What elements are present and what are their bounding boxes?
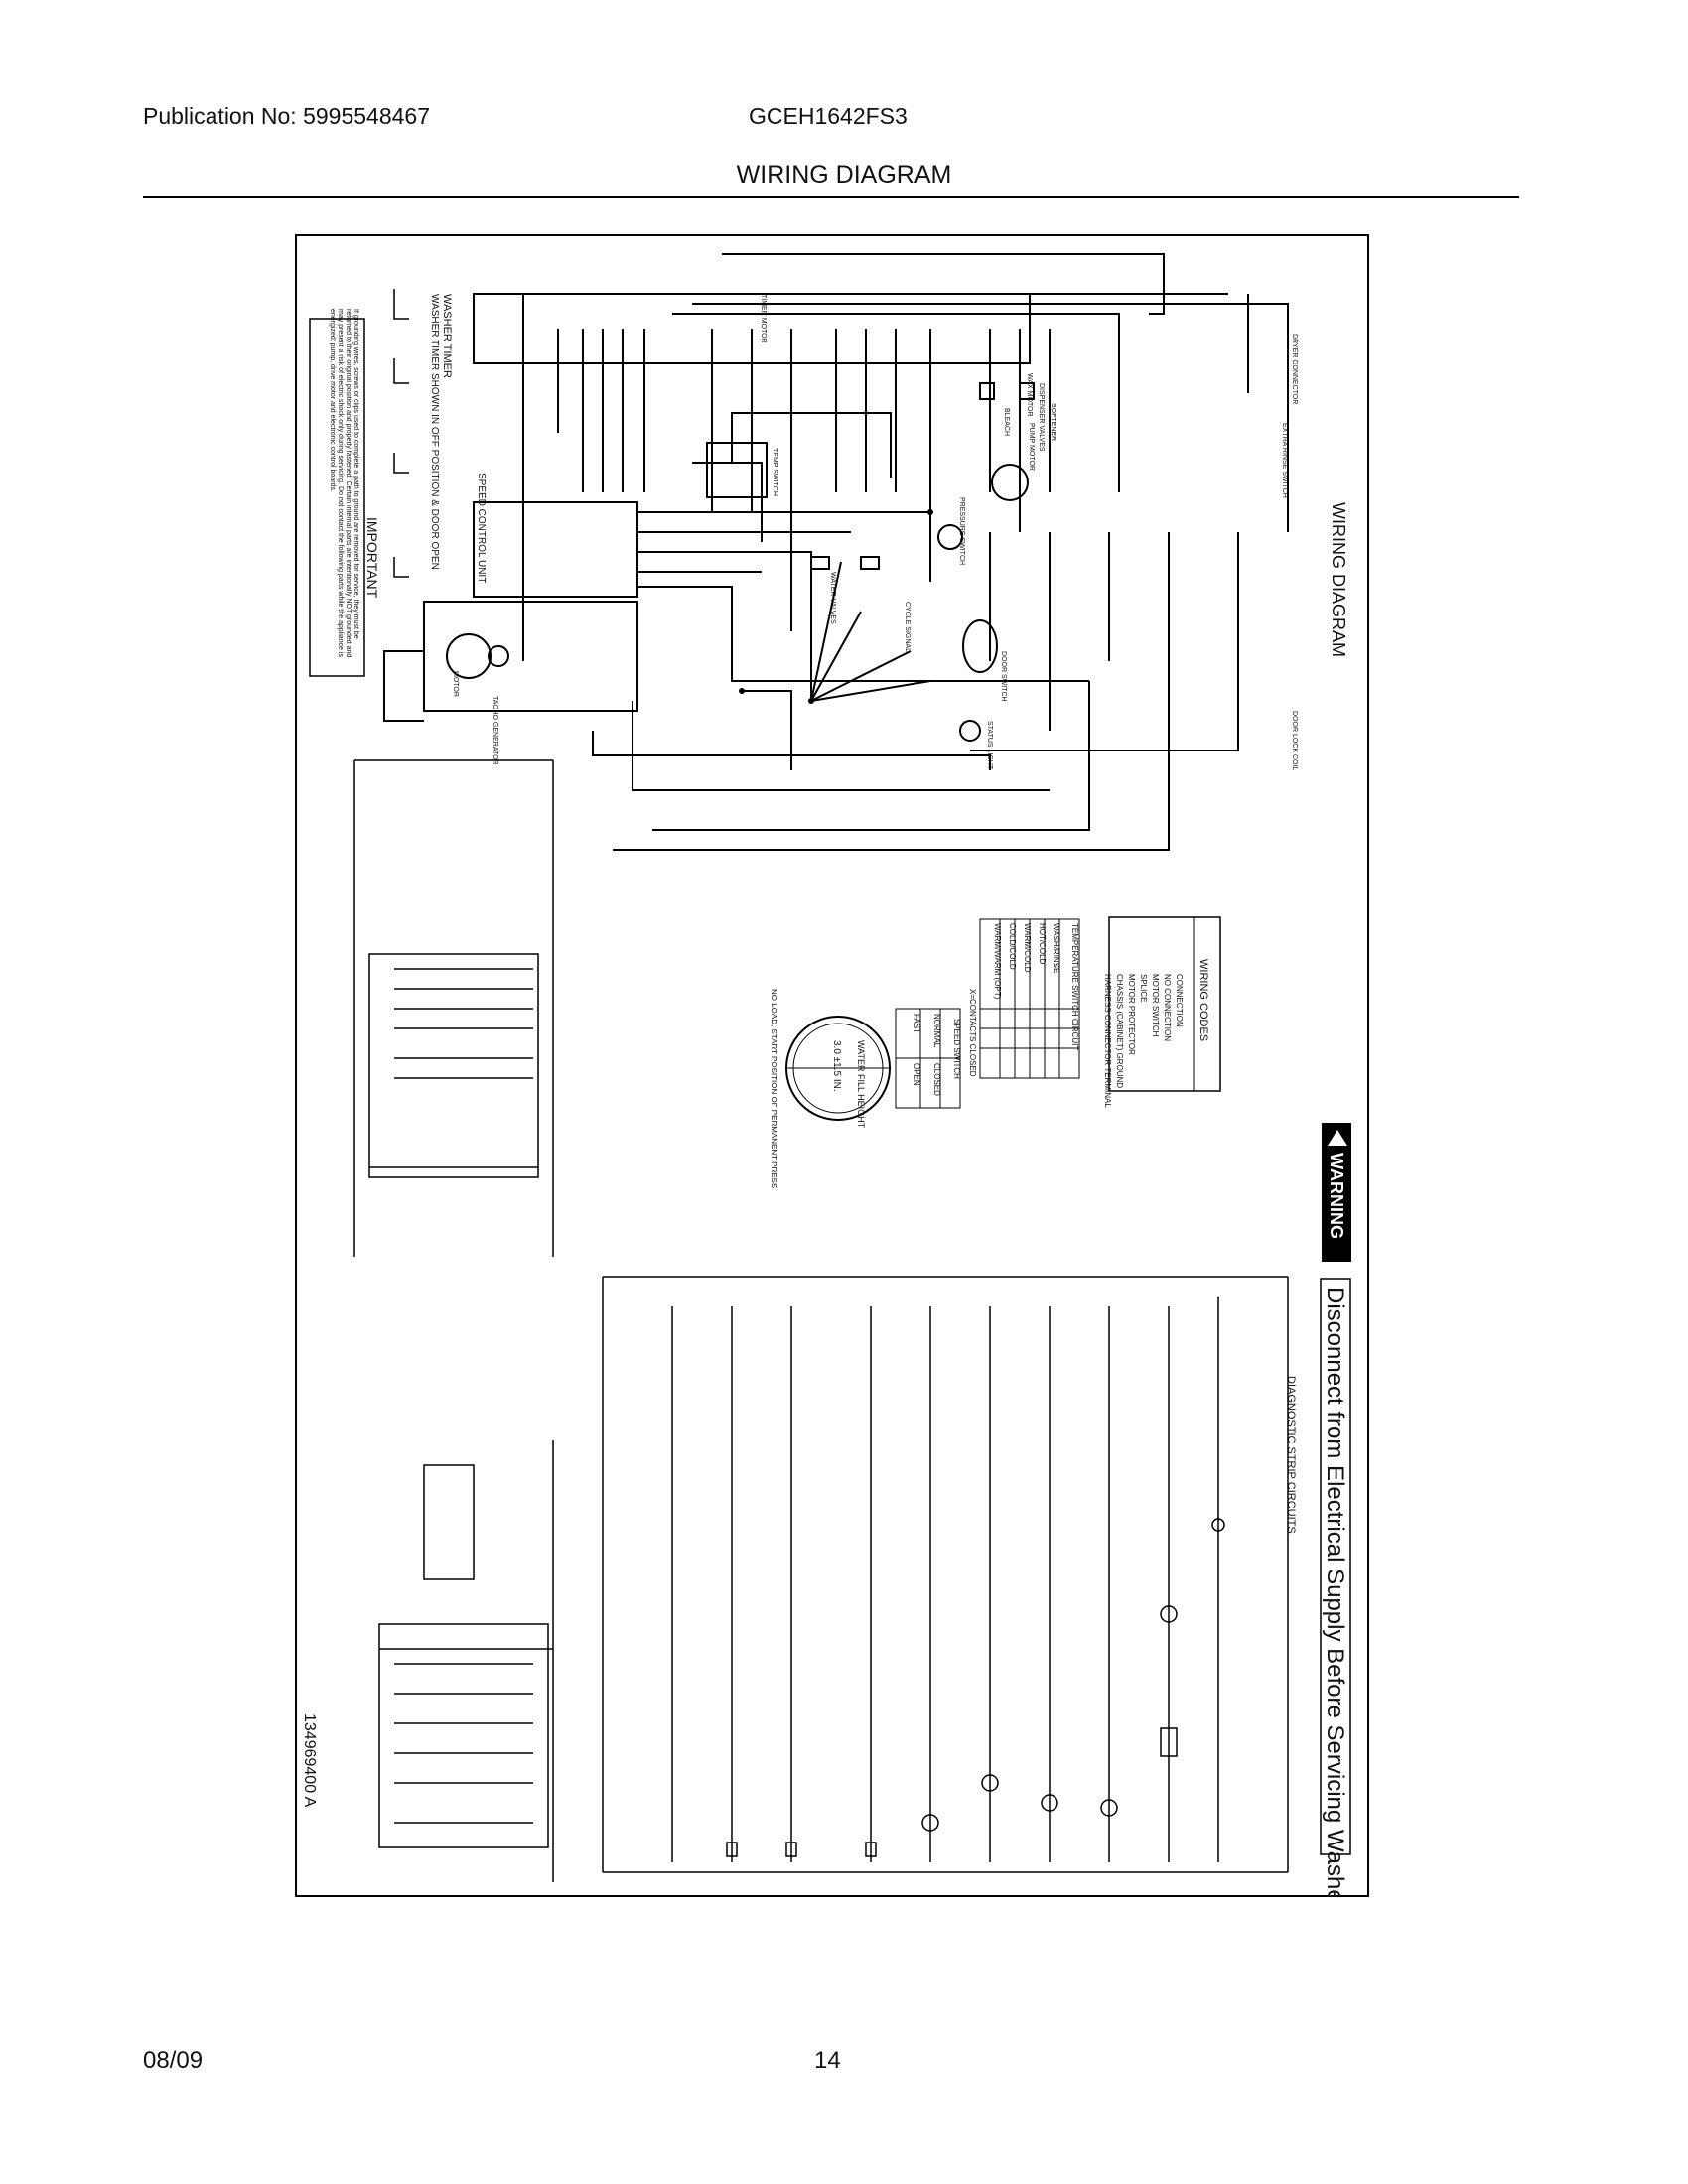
speed-switch-row-1-val: CLOSED [932,1063,941,1096]
important-note: IMPORTANT If grounding wires, screws or … [309,309,380,677]
temp-switch-row-1: HOT/COLD [1038,923,1047,965]
label-door-lock-coil: DOOR LOCK COIL [1291,711,1298,770]
header-rule [143,196,1519,198]
label-timer-motor: TIMER MOTOR [760,294,767,343]
wiring-code-7: HARNESS CONNECTOR TERMINAL [1103,974,1112,1108]
label-bleach: BLEACH [1003,408,1010,436]
label-motor: MOTOR [452,671,459,697]
water-fill-note: NO LOAD, START POSITION OF PERMANENT PRE… [770,989,778,1188]
label-tacho-generator: TACHO GENERATOR [492,696,498,765]
wiring-code-2: NO CONNECTION [1163,974,1172,1041]
temp-switch-title: TEMPERATURE SWITCH CIRCUIT [1070,923,1079,1050]
wiring-codes-legend: WIRING CODES CONNECTION NO CONNECTION MO… [1103,916,1221,1108]
model-number: GCEH1642FS3 [749,103,908,129]
label-status-light: STATUS LIGHT [986,721,993,770]
diagram-title-rotated: WIRING DIAGRAM [1329,502,1348,657]
label-pump-motor: PUMP MOTOR [1028,423,1035,471]
wiring-codes-title: WIRING CODES [1197,959,1209,1041]
component-labels: DRYER CONNECTOR EXTRA RINSE SWITCH PUMP … [452,294,1298,770]
wiring-code-5: MOTOR PROTECTOR [1127,974,1136,1055]
footer-date: 08/09 [143,2047,204,2074]
speed-switch-row-2-val: OPEN [913,1063,921,1086]
temp-switch-header: WASH/RINSE [1052,923,1060,973]
temperature-switch-labels: TEMPERATURE SWITCH CIRCUIT WASH/RINSE HO… [968,923,1079,1077]
schematic-labels: WASHER TIMER WASHER TIMER SHOWN IN OFF P… [429,294,487,583]
label-softener: SOFTENER [1050,403,1056,441]
diagnostic-strip [602,1276,1289,1873]
warning-badge: WARNING [1322,1123,1351,1262]
wiring-diagram: Disconnect from Electrical Supply Before… [301,253,1351,1897]
temp-switch-row-3: COLD/COLD [1008,923,1017,970]
speed-switch-row-1: NORMAL [932,1014,941,1048]
part-number: 134969400 A [301,1713,318,1808]
temp-switch-row-4: WARM/WARM (OPT) [993,923,1002,1000]
label-dryer-connector: DRYER CONNECTOR [1291,334,1298,404]
temp-switch-row-2: WARM/COLD [1023,923,1032,973]
label-dispenser-valves: DISPENSER VALVES [1038,383,1045,452]
washer-timer-label: WASHER TIMER [441,294,453,378]
diagram-frame [295,234,1369,1897]
label-temp-switch: TEMP SWITCH [772,448,778,496]
diagnostic-title: DIAGNOSTIC STRIP CIRCUITS [1285,1376,1297,1534]
main-schematic [383,253,1289,851]
disconnect-warning-text: Disconnect from Electrical Supply Before… [1322,1287,1348,1897]
water-fill-gauge: WATER FILL HEIGHT 3.0 ±1.5 IN. NO LOAD, … [770,989,891,1188]
water-fill-label: WATER FILL HEIGHT [856,1040,866,1129]
disconnect-warning-box: Disconnect from Electrical Supply Before… [1320,1278,1351,1897]
temperature-switch-table [979,918,1080,1079]
ground-symbols [393,289,409,578]
speed-switch-row-2: FAST [913,1014,921,1033]
warning-label: WARNING [1327,1153,1346,1239]
label-wax-motor: WAX MOTOR [1026,373,1033,417]
wiring-code-1: CONNECTION [1175,974,1184,1027]
wiring-code-4: SPLICE [1139,974,1148,1002]
label-door-switch: DOOR SWITCH [1000,651,1007,702]
page-number: 14 [814,2047,841,2074]
water-fill-value: 3.0 ±1.5 IN. [831,1040,842,1092]
speed-control-label: SPEED CONTROL UNIT [476,473,487,583]
label-cycle-signal: CYCLE SIGNAL [904,602,911,652]
speed-switch-title: SPEED SWITCH [952,1019,961,1079]
speed-switch-labels: SPEED SWITCH NORMAL CLOSED FAST OPEN [913,1014,961,1096]
splice-points [739,509,933,704]
diagnostic-components [726,1518,1225,1857]
wiring-code-6: CHASSIS (CABINET) GROUND [1115,974,1124,1088]
page-title: WIRING DIAGRAM [736,161,952,189]
label-water-valves: WATER VALVES [829,572,836,624]
timer-note-label: WASHER TIMER SHOWN IN OFF POSITION & DOO… [429,294,440,570]
speed-switch-table [895,1008,961,1109]
ladder-schematic-2 [378,1440,554,1882]
important-heading: IMPORTANT [364,517,380,599]
wiring-code-3: MOTOR SWITCH [1151,974,1160,1037]
important-text: If grounding wires, screws or clips used… [329,309,359,658]
temp-switch-note: X=CONTACTS CLOSED [968,989,977,1077]
label-pressure-switch: PRESSURE SWITCH [958,497,965,565]
publication-number: Publication No: 5995548467 [143,103,431,129]
label-extra-rinse: EXTRA RINSE SWITCH [1281,423,1288,498]
ladder-schematic-1 [353,759,554,1257]
